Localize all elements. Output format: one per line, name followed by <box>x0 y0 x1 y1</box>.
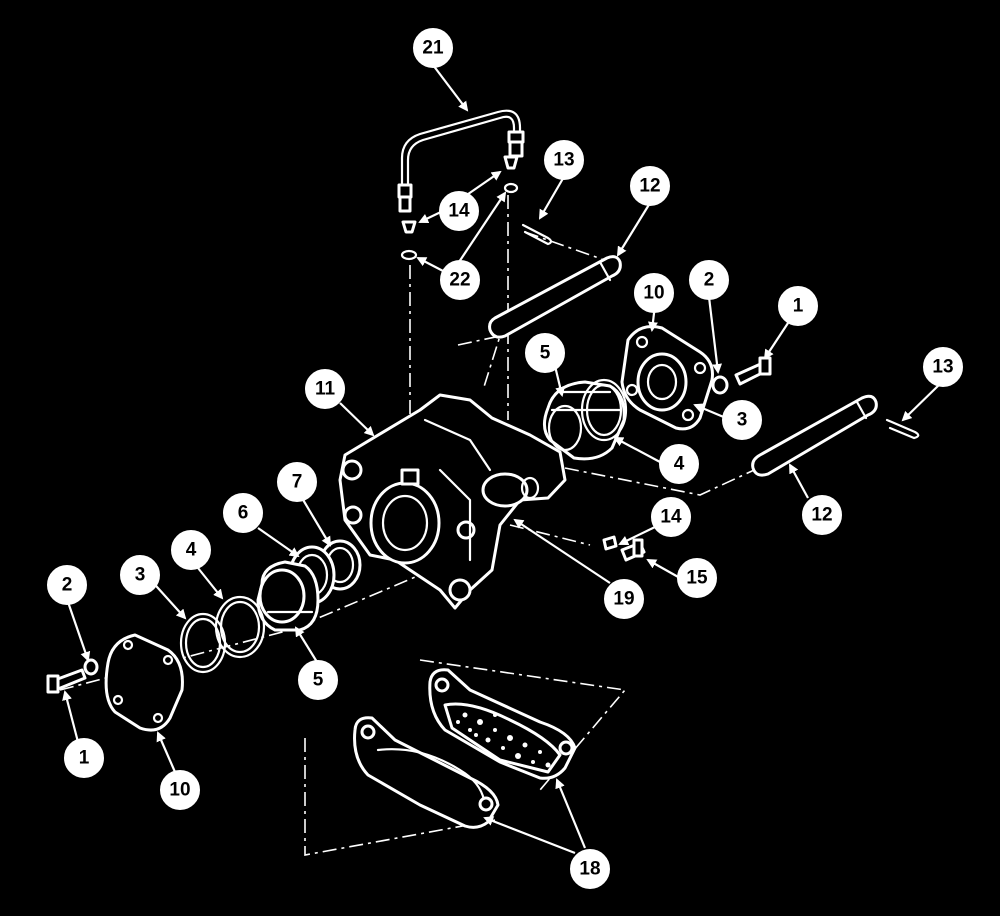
callout-5-left: 5 <box>298 660 338 700</box>
callout-3-right: 3 <box>722 400 762 440</box>
callout-10-left: 10 <box>160 770 200 810</box>
svg-text:6: 6 <box>238 503 249 524</box>
svg-text:22: 22 <box>449 270 470 291</box>
callout-1-right: 1 <box>778 286 818 326</box>
callout-2-left: 2 <box>47 565 87 605</box>
svg-text:11: 11 <box>315 379 336 400</box>
svg-text:5: 5 <box>540 343 551 364</box>
svg-text:12: 12 <box>639 176 660 197</box>
callout-6: 6 <box>223 493 263 533</box>
callout-18: 18 <box>570 849 610 889</box>
part-1-bolt-left <box>46 668 87 694</box>
part-4-seal-left <box>214 595 266 659</box>
callout-19: 19 <box>604 579 644 619</box>
leader-lines <box>62 64 942 855</box>
svg-text:2: 2 <box>704 270 715 291</box>
part-5-piston-left <box>256 560 320 632</box>
part-2-washer-left <box>83 658 99 676</box>
part-18-brake-pad-outer <box>428 668 577 780</box>
part-12-guide-pin-top <box>488 255 622 339</box>
svg-text:21: 21 <box>422 38 444 59</box>
callout-5-right: 5 <box>525 333 565 373</box>
callout-3-left: 3 <box>120 555 160 595</box>
svg-text:15: 15 <box>686 568 708 589</box>
svg-text:10: 10 <box>169 780 190 801</box>
part-13-cotter-pin-right <box>885 418 920 440</box>
svg-text:13: 13 <box>932 357 953 378</box>
callout-22: 22 <box>440 260 480 300</box>
part-21-brake-tube <box>397 109 525 213</box>
callout-14-right: 14 <box>651 497 691 537</box>
svg-text:3: 3 <box>737 410 748 431</box>
part-22-o-rings <box>400 182 519 261</box>
callout-10-right: 10 <box>634 273 674 313</box>
svg-text:10: 10 <box>643 283 664 304</box>
part-15-bleeder-screw <box>620 538 646 562</box>
callout-2-right: 2 <box>689 260 729 300</box>
callout-7: 7 <box>277 462 317 502</box>
svg-text:2: 2 <box>62 575 73 596</box>
part-13-cotter-pin-top <box>521 223 553 246</box>
part-12-guide-pin-right <box>751 394 878 477</box>
part-14-bleeder-fittings <box>401 155 519 234</box>
svg-text:19: 19 <box>613 589 634 610</box>
svg-text:4: 4 <box>674 454 685 475</box>
callout-11: 11 <box>305 369 345 409</box>
svg-text:13: 13 <box>553 150 574 171</box>
svg-text:18: 18 <box>579 859 600 880</box>
svg-text:14: 14 <box>660 507 682 528</box>
part-14-bleeder-right <box>602 535 618 551</box>
callout-4-left: 4 <box>171 530 211 570</box>
callout-13-right: 13 <box>923 347 963 387</box>
callout-14-top: 14 <box>439 191 479 231</box>
svg-text:12: 12 <box>811 505 832 526</box>
callout-12-right: 12 <box>802 495 842 535</box>
part-4-seal-right <box>580 378 628 442</box>
svg-text:3: 3 <box>135 565 146 586</box>
callout-12-top: 12 <box>630 166 670 206</box>
part-2-washer-right <box>711 375 729 395</box>
callout-21: 21 <box>413 28 453 68</box>
callout-4-right: 4 <box>659 444 699 484</box>
svg-text:1: 1 <box>793 296 804 317</box>
part-11-caliper-housing <box>338 393 567 610</box>
svg-text:4: 4 <box>186 540 197 561</box>
svg-text:7: 7 <box>292 472 303 493</box>
svg-text:1: 1 <box>79 748 90 769</box>
callout-15: 15 <box>677 558 717 598</box>
part-10-end-cover-right <box>620 325 714 431</box>
part-1-bolt-right <box>734 356 772 386</box>
part-18-brake-pad-inner <box>353 716 500 829</box>
part-3-o-ring-left <box>179 612 227 674</box>
svg-text:5: 5 <box>313 670 324 691</box>
callout-13-top: 13 <box>544 140 584 180</box>
svg-text:14: 14 <box>448 201 470 222</box>
callout-1-left: 1 <box>64 738 104 778</box>
part-10-end-cover-left <box>104 633 184 732</box>
